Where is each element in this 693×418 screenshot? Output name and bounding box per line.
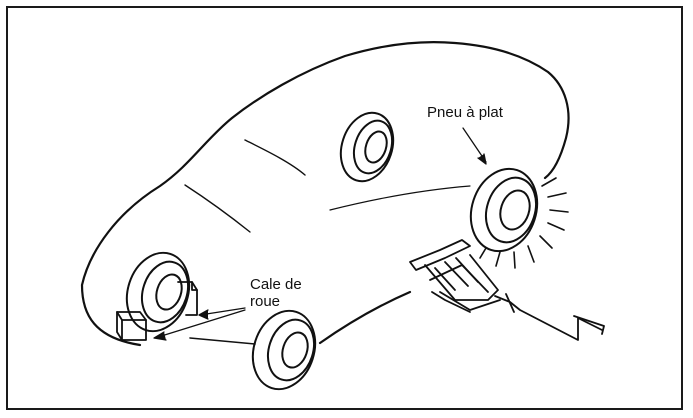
car-window-line-upper [244,139,306,176]
flat-tire-label: Pneu à plat [427,104,503,121]
scissor-jack [409,239,501,313]
car-side-crease [329,185,471,211]
flat-tire-leader-arrow [462,127,487,165]
wheel-chock-label-line1: Cale de [250,276,302,293]
car-body-outline [80,40,570,347]
flat-tire-burst-lines [479,177,569,269]
wheel-front-left [251,309,317,391]
jack-handle-grip [505,293,605,335]
wheel-flat-tire [469,167,539,253]
wheel-far-rear [339,111,395,183]
jack-handle [494,295,603,341]
car-rocker-line [189,337,256,345]
wheel-chock-blocks [116,281,198,341]
wheel-rear-chocked [125,251,191,333]
wheel-chock-label-line2: roue [250,293,281,310]
wheel-chock-leader-arrows [153,307,246,341]
diagram-frame [6,6,683,410]
car-window-line-lower [184,184,251,233]
